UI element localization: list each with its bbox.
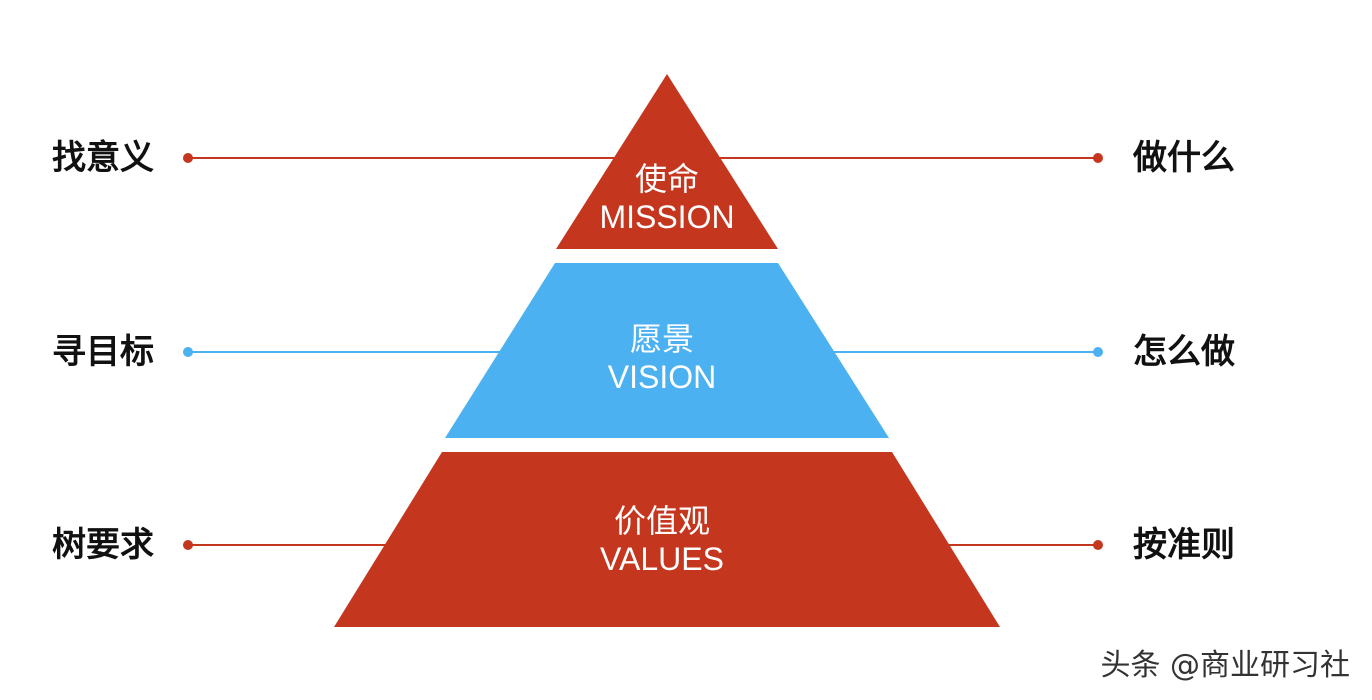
right-label-what: 做什么 xyxy=(1133,138,1235,178)
left-label-goal: 寻目标 xyxy=(52,332,154,372)
connector-dot-left-middle xyxy=(183,347,193,357)
right-label-how: 怎么做 xyxy=(1133,332,1235,372)
left-label-meaning: 找意义 xyxy=(52,138,154,178)
tier-vision-cn: 愿景 xyxy=(629,320,694,358)
tier-vision-label: 愿景 VISION xyxy=(562,320,762,396)
tier-values-shape xyxy=(334,452,1000,627)
connector-dot-right-bottom xyxy=(1093,540,1103,550)
tier-mission-cn: 使命 xyxy=(634,160,699,198)
right-label-principle: 按准则 xyxy=(1133,525,1235,565)
tier-values-label: 价值观 VALUES xyxy=(562,502,762,578)
connector-dot-left-bottom xyxy=(183,540,193,550)
tier-vision-shape xyxy=(445,263,889,438)
connector-dot-left-top xyxy=(183,153,193,163)
watermark-text: 头条 @商业研习社 xyxy=(1100,648,1350,683)
tier-values-cn: 价值观 xyxy=(613,502,710,540)
tier-values-en: VALUES xyxy=(600,541,724,577)
tier-mission-en: MISSION xyxy=(599,199,735,235)
tier-mission-shape xyxy=(556,74,778,249)
connector-dot-right-middle xyxy=(1093,347,1103,357)
tier-vision-en: VISION xyxy=(607,359,717,395)
connector-dot-right-top xyxy=(1093,153,1103,163)
left-label-requirement: 树要求 xyxy=(52,525,154,565)
tier-mission-label: 使命 MISSION xyxy=(567,160,767,236)
